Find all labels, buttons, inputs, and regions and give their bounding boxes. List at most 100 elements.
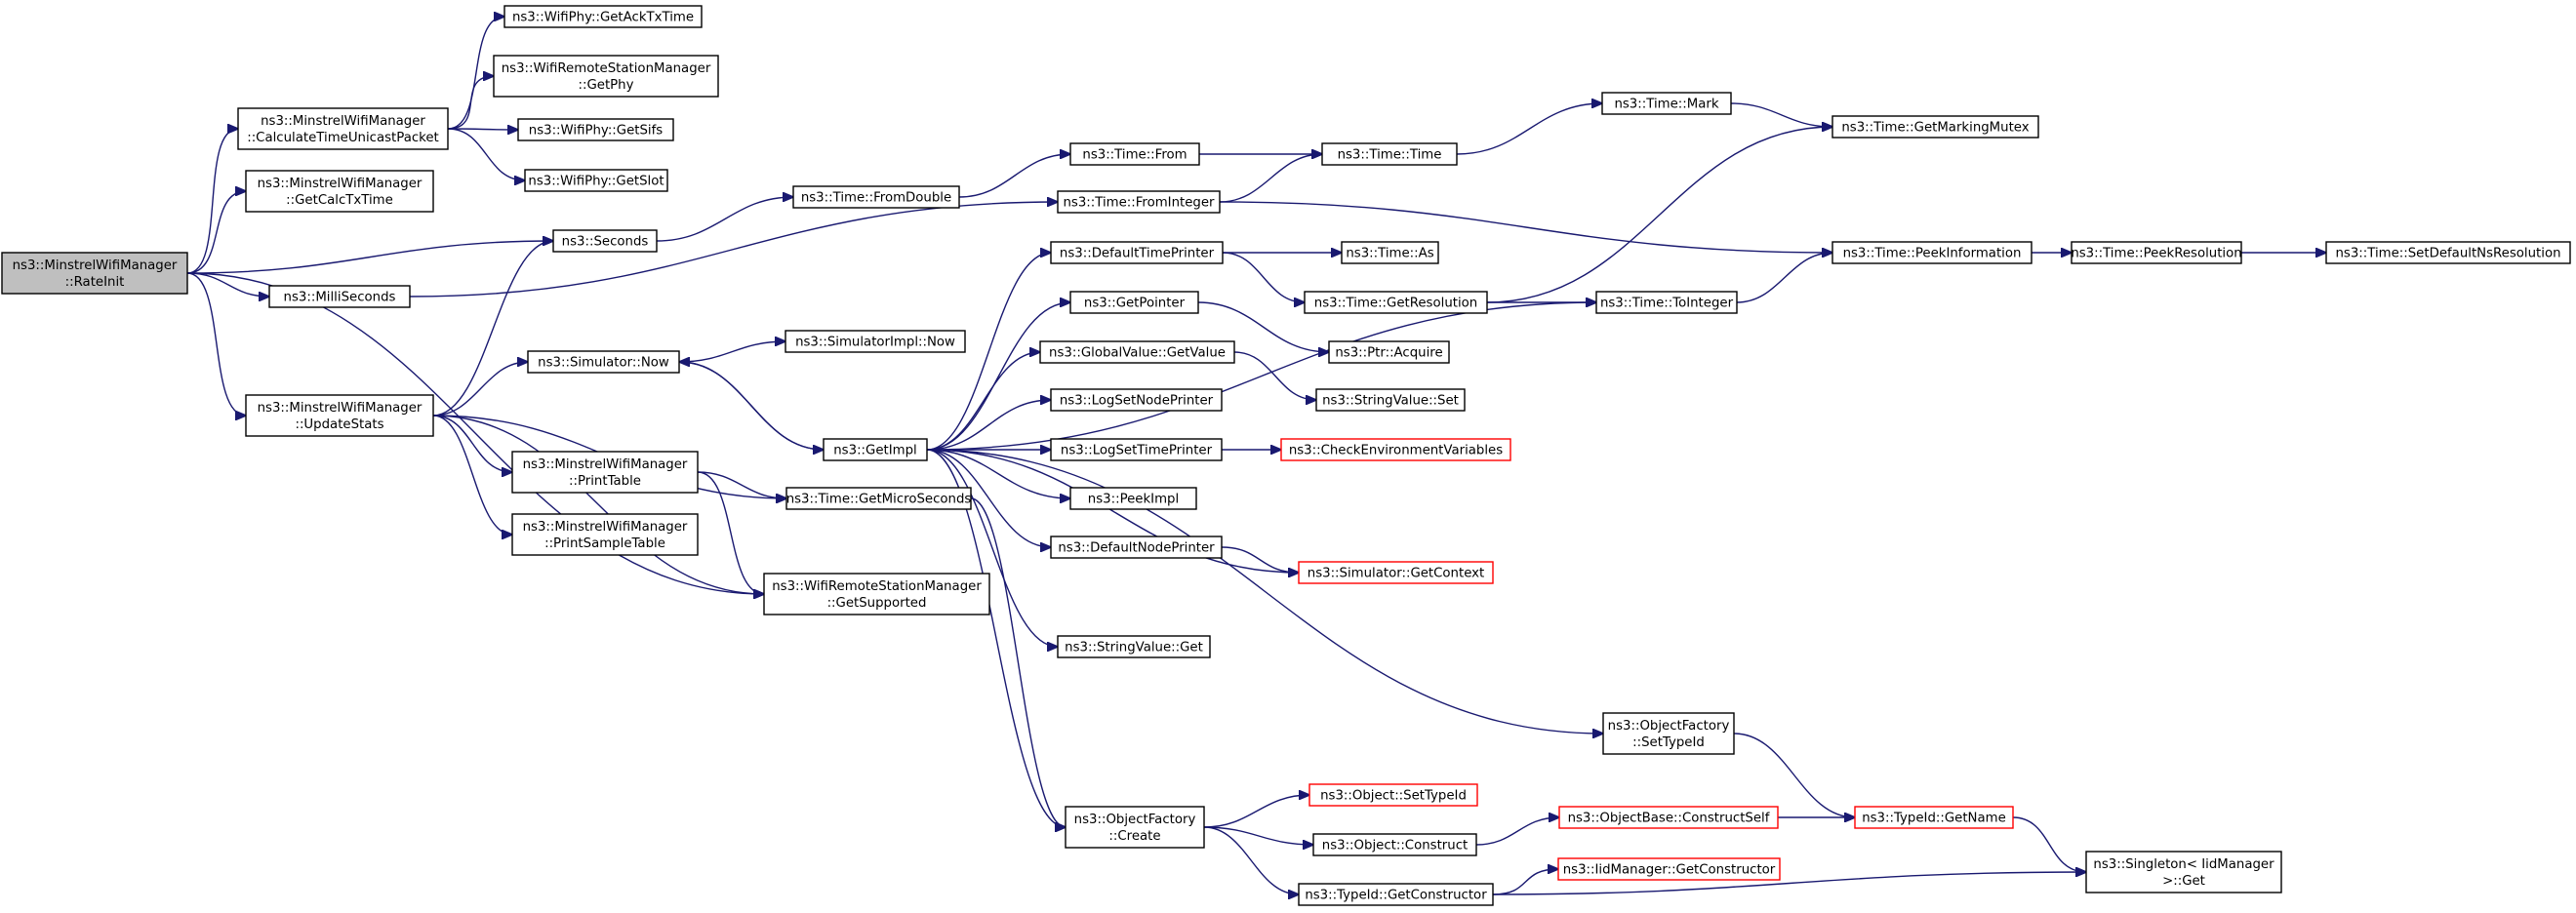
node-fromint[interactable]: ns3::Time::FromInteger (1057, 190, 1221, 214)
node-label: ns3::Object::Construct (1322, 839, 1468, 853)
edge-gvget-to-svset (1233, 351, 1316, 400)
node-timeas[interactable]: ns3::Time::As (1341, 241, 1439, 264)
edge-arrow (2012, 816, 2086, 872)
node-peekres[interactable]: ns3::Time::PeekResolution (2071, 241, 2242, 264)
node-getslot[interactable]: ns3::WifiPhy::GetSlot (524, 169, 668, 192)
edge-arrow (1456, 103, 1602, 155)
edge-update-to-seconds (432, 241, 553, 417)
node-box (1831, 241, 2033, 264)
node-simimplnow[interactable]: ns3::SimulatorImpl::Now (785, 330, 966, 353)
edge-arrow (926, 449, 1066, 827)
node-getptr[interactable]: ns3::GetPointer (1069, 291, 1199, 314)
edge-printtable-to-getsupported (697, 471, 764, 594)
node-calctu[interactable]: ns3::MinstrelWifiManager::CalculateTimeU… (237, 107, 449, 150)
edge-fromdouble-to-timefrom (958, 154, 1070, 198)
edge-arrow (926, 352, 1040, 451)
node-box (1057, 635, 1211, 658)
node-label: >::Get (2162, 874, 2205, 889)
node-label: ns3::LogSetTimePrinter (1061, 444, 1213, 458)
node-peekinfo[interactable]: ns3::Time::PeekInformation (1831, 241, 2033, 264)
node-getimpl[interactable]: ns3::GetImpl (823, 438, 928, 461)
node-ofcreate[interactable]: ns3::ObjectFactory::Create (1065, 806, 1205, 849)
node-box (1050, 438, 1223, 461)
node-svset[interactable]: ns3::StringValue::Set (1315, 388, 1466, 412)
node-timemark[interactable]: ns3::Time::Mark (1601, 92, 1732, 115)
node-milli[interactable]: ns3::MilliSeconds (268, 285, 411, 308)
node-box (1341, 241, 1439, 264)
edge-tidgetname-to-singleton (2012, 816, 2086, 872)
node-logsnp[interactable]: ns3::LogSetNodePrinter (1050, 388, 1223, 412)
edge-arrow (186, 129, 238, 274)
node-checkenv[interactable]: ns3::CheckEnvironmentVariables (1280, 438, 1511, 461)
node-box (237, 107, 449, 150)
node-timefrom[interactable]: ns3::Time::From (1069, 142, 1200, 166)
edge-milli-to-fromint (409, 202, 1058, 298)
node-toint[interactable]: ns3::Time::ToInteger (1595, 291, 1738, 314)
node-label: ns3::ObjectFactory (1608, 719, 1730, 734)
edge-arrow (1203, 795, 1309, 828)
node-label: ns3::GetImpl (833, 444, 916, 458)
node-acktx[interactable]: ns3::WifiPhy::GetAckTxTime (503, 5, 703, 28)
node-objsettid[interactable]: ns3::Object::SetTypeId (1308, 783, 1478, 807)
node-printsample[interactable]: ns3::MinstrelWifiManager::PrintSampleTab… (511, 513, 699, 556)
node-defnp[interactable]: ns3::DefaultNodePrinter (1050, 536, 1223, 559)
node-timetime[interactable]: ns3::Time::Time (1321, 142, 1458, 166)
edge-arrow (678, 341, 785, 363)
node-deftp[interactable]: ns3::DefaultTimePrinter (1050, 241, 1224, 264)
edge-timetime-to-timemark (1456, 103, 1602, 155)
node-seconds[interactable]: ns3::Seconds (552, 229, 658, 253)
node-fromdouble[interactable]: ns3::Time::FromDouble (792, 185, 960, 209)
node-box (1312, 833, 1477, 856)
node-peekimpl[interactable]: ns3::PeekImpl (1069, 487, 1197, 510)
node-label: ::UpdateStats (295, 417, 383, 432)
node-label: ::SetTypeId (1632, 735, 1705, 750)
node-rateinit[interactable]: ns3::MinstrelWifiManager::RateInit (1, 252, 188, 295)
node-label: ns3::Time::GetResolution (1314, 297, 1477, 311)
node-label: ns3::GlobalValue::GetValue (1049, 346, 1226, 361)
node-getmicro[interactable]: ns3::Time::GetMicroSeconds (785, 487, 972, 510)
node-gvget[interactable]: ns3::GlobalValue::GetValue (1039, 340, 1235, 364)
node-printtable[interactable]: ns3::MinstrelWifiManager::PrintTable (511, 451, 699, 494)
edge-arrow (447, 17, 504, 130)
edge-getimpl-to-peekimpl (926, 449, 1070, 498)
node-label: ns3::Simulator::Now (538, 356, 669, 371)
node-label: ns3::TypeId::GetName (1862, 812, 2006, 826)
node-label: ns3::MinstrelWifiManager (258, 177, 423, 191)
node-box (2325, 241, 2571, 264)
node-markmutex[interactable]: ns3::Time::GetMarkingMutex (1831, 115, 2039, 139)
edge-arrow (432, 415, 764, 594)
node-label: ns3::Object::SetTypeId (1320, 789, 1467, 804)
node-label: ns3::MinstrelWifiManager (13, 258, 178, 273)
edge-arrow (697, 471, 764, 594)
node-label: ns3::WifiPhy::GetAckTxTime (512, 11, 694, 25)
node-objconstruct[interactable]: ns3::Object::Construct (1312, 833, 1477, 856)
node-box (1069, 487, 1197, 510)
edge-arrow (697, 471, 786, 498)
node-getphy[interactable]: ns3::WifiRemoteStationManager::GetPhy (493, 55, 719, 98)
node-getcalctx[interactable]: ns3::MinstrelWifiManager::GetCalcTxTime (245, 170, 434, 213)
edge-arrow (1221, 546, 1299, 573)
node-objbasecs[interactable]: ns3::ObjectBase::ConstructSelf (1558, 806, 1779, 829)
node-label: ns3::MilliSeconds (284, 291, 396, 305)
node-box (511, 513, 699, 556)
edge-arrow (926, 253, 1051, 451)
node-singleton[interactable]: ns3::Singleton< IidManager >::Get (2085, 851, 2282, 893)
node-tidgetctor[interactable]: ns3::TypeId::GetConstructor (1298, 883, 1494, 906)
edge-arrow (679, 362, 825, 451)
node-ptracq[interactable]: ns3::Ptr::Acquire (1328, 340, 1450, 364)
node-getsupported[interactable]: ns3::WifiRemoteStationManager::GetSuppor… (763, 573, 990, 615)
node-svget[interactable]: ns3::StringValue::Get (1057, 635, 1211, 658)
node-tidgetname[interactable]: ns3::TypeId::GetName (1854, 806, 2014, 829)
edge-arrow (447, 76, 494, 130)
node-update[interactable]: ns3::MinstrelWifiManager::UpdateStats (245, 394, 434, 437)
node-iidgetctor[interactable]: ns3::IidManager::GetConstructor (1557, 857, 1781, 881)
node-logstp[interactable]: ns3::LogSetTimePrinter (1050, 438, 1223, 461)
node-simctx[interactable]: ns3::Simulator::GetContext (1298, 561, 1494, 584)
node-getres[interactable]: ns3::Time::GetResolution (1304, 291, 1488, 314)
edge-getimpl-to-ofcreate (926, 449, 1066, 827)
node-setdefns[interactable]: ns3::Time::SetDefaultNsResolution (2325, 241, 2571, 264)
node-ofsettid[interactable]: ns3::ObjectFactory::SetTypeId (1602, 712, 1735, 755)
node-simnow[interactable]: ns3::Simulator::Now (527, 350, 680, 374)
node-getsifs[interactable]: ns3::WifiPhy::GetSifs (517, 118, 674, 141)
